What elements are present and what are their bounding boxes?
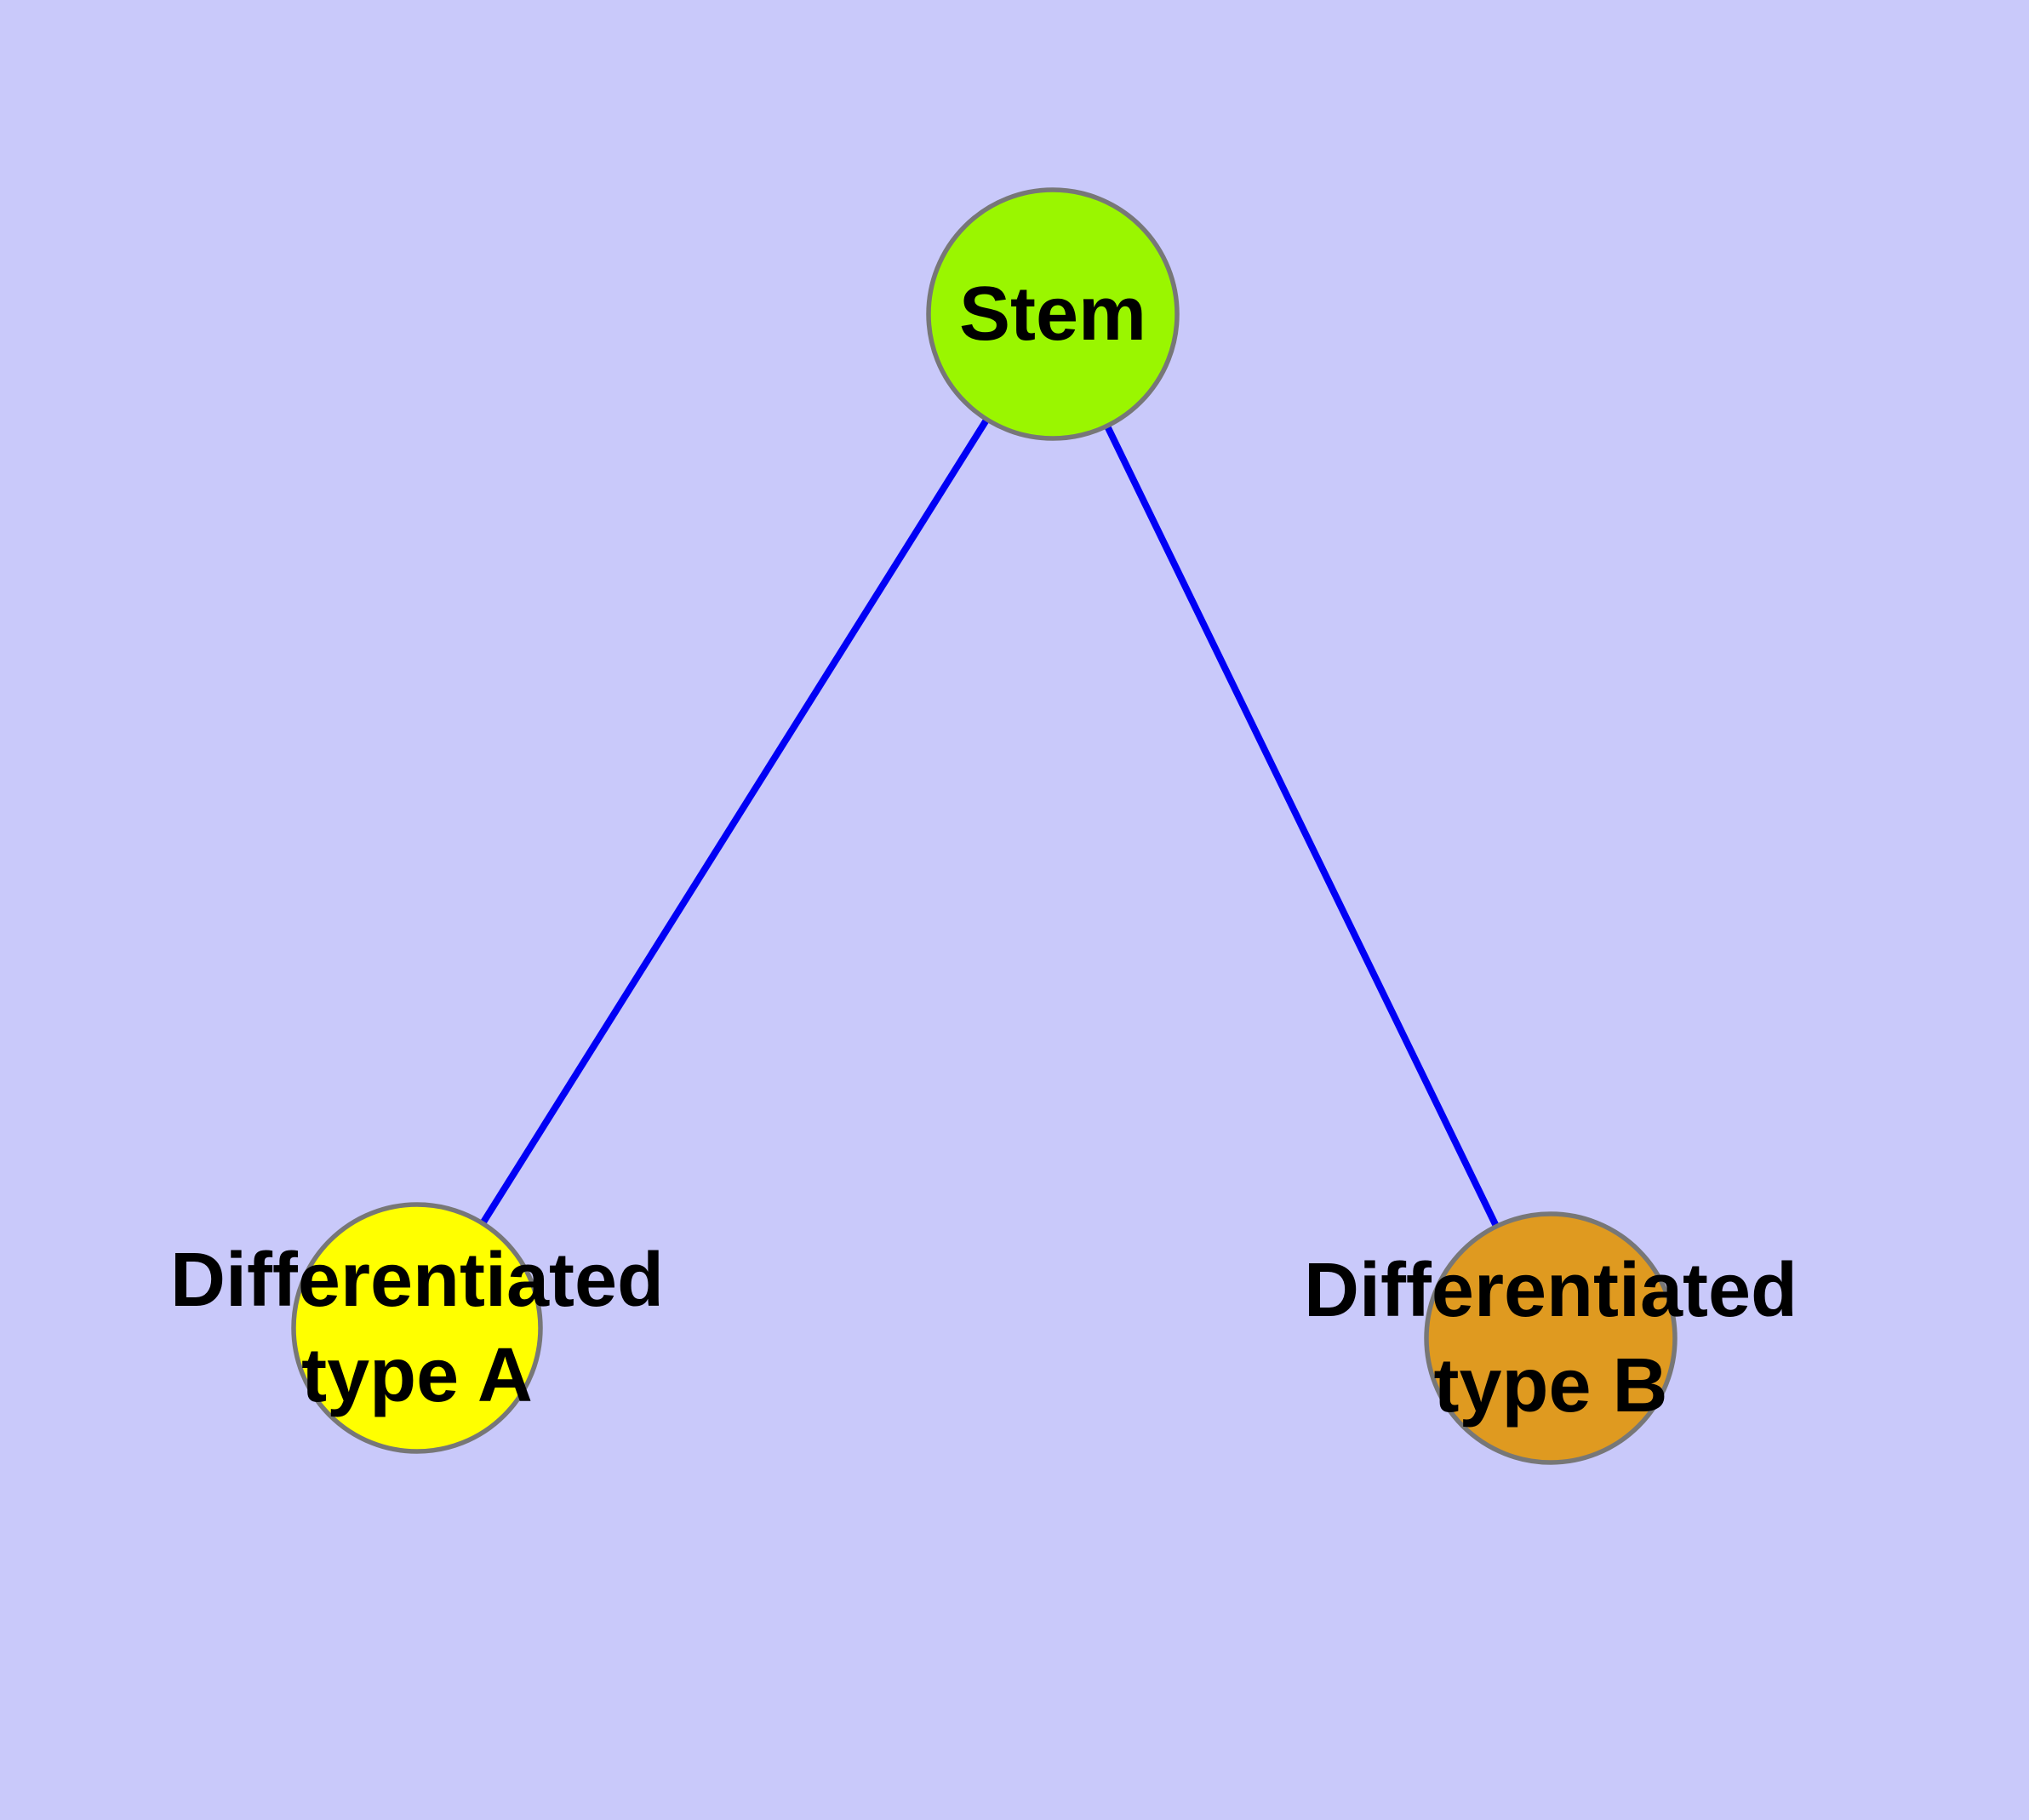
node-differentiated-type-b xyxy=(1424,1211,1677,1465)
edges-layer xyxy=(414,312,1554,1340)
edge-stem-to-differentiated-type-a xyxy=(414,312,1056,1331)
edge-stem-to-differentiated-type-b xyxy=(1049,312,1554,1340)
nodes-layer xyxy=(291,187,1677,1465)
node-differentiated-type-a xyxy=(291,1202,543,1454)
node-stem xyxy=(926,187,1180,441)
node-label-stem: Stem xyxy=(959,272,1146,357)
